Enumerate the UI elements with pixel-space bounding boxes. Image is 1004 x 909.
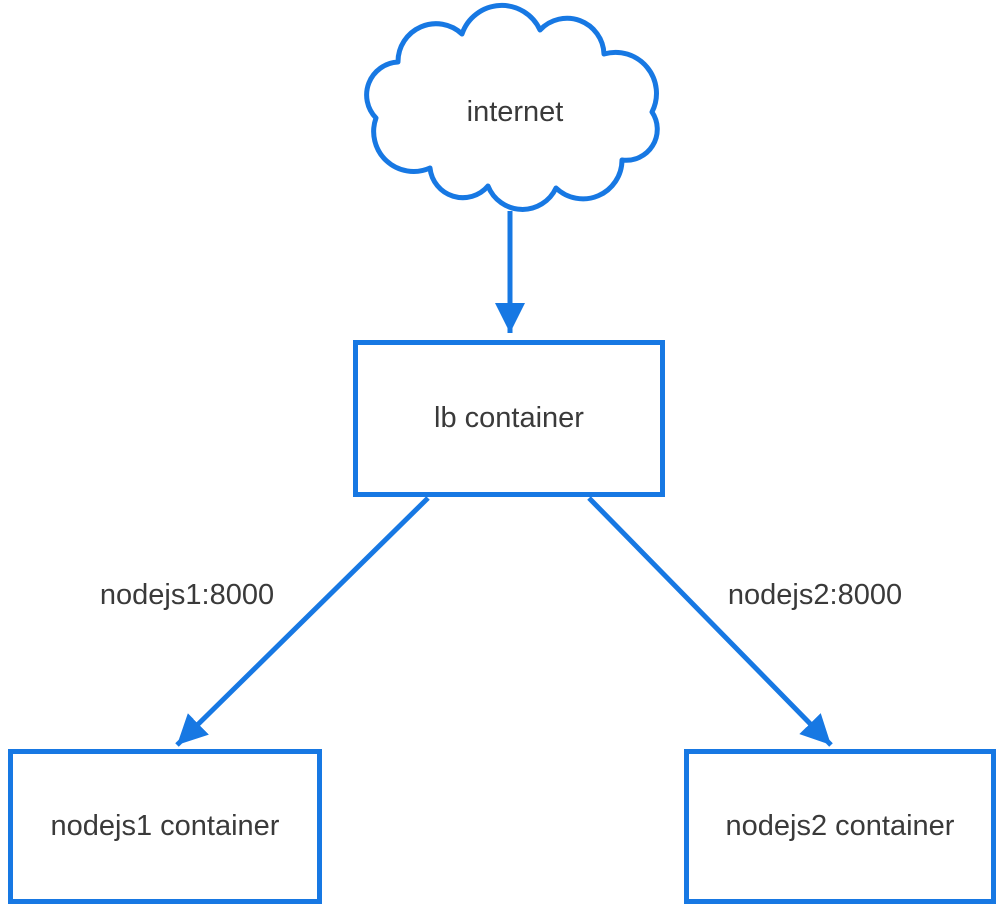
node-nodejs2-label: nodejs2 container [725, 810, 955, 843]
edge-label-nodejs2-8000: nodejs2:8000 [727, 579, 903, 611]
edge-lb-to-nodejs2 [587, 496, 833, 747]
edge-label-nodejs1-8000: nodejs1:8000 [99, 579, 275, 611]
node-lb-container: lb container [353, 340, 665, 497]
node-lb-label: lb container [434, 402, 584, 435]
node-internet-label: internet [466, 96, 564, 128]
node-nodejs1-container: nodejs1 container [8, 749, 322, 904]
internet-cloud-shape [364, 2, 660, 212]
node-nodejs2-container: nodejs2 container [684, 749, 996, 904]
node-nodejs1-label: nodejs1 container [50, 810, 280, 843]
edge-lb-to-nodejs1 [175, 496, 430, 747]
